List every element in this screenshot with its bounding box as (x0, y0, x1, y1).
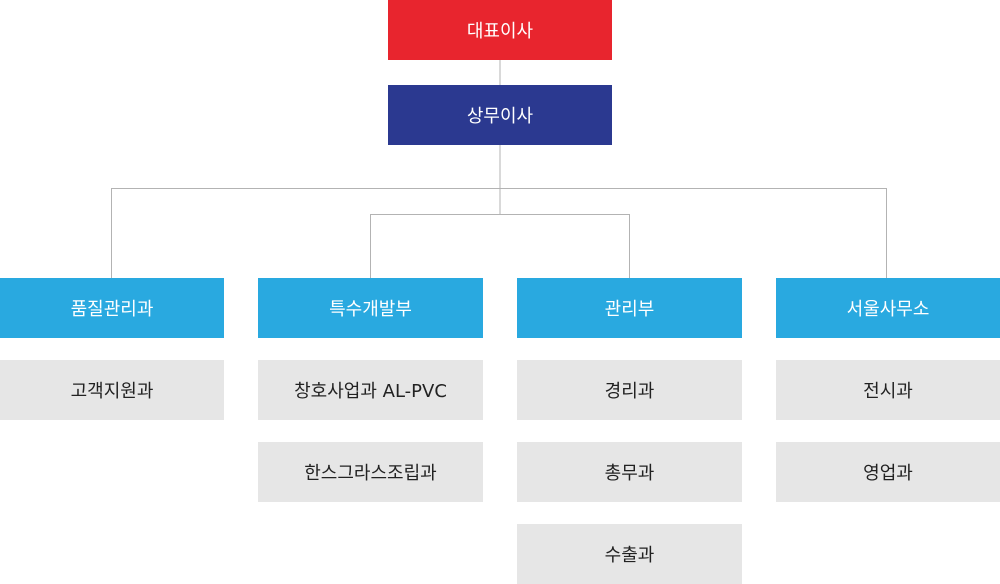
team-hans-glass-assembly: 한스그라스조립과 (258, 442, 483, 502)
dept-management: 관리부 (517, 278, 742, 338)
dept-label: 서울사무소 (846, 299, 930, 320)
connector-inner-bracket (370, 214, 630, 278)
team-window-business: 창호사업과 AL-PVC (258, 360, 483, 420)
executive-director-box: 상무이사 (388, 85, 612, 145)
dept-label: 품질관리과 (70, 299, 154, 320)
team-label: 영업과 (863, 463, 913, 484)
ceo-box: 대표이사 (388, 0, 612, 60)
team-accounting: 경리과 (517, 360, 742, 420)
team-label: 경리과 (604, 381, 655, 402)
ceo-label: 대표이사 (466, 21, 534, 42)
dept-label: 관리부 (604, 299, 655, 320)
team-export: 수출과 (517, 524, 742, 584)
dept-quality-control: 품질관리과 (0, 278, 224, 338)
executive-director-label: 상무이사 (466, 106, 534, 127)
connector-outer-bracket (111, 188, 887, 278)
dept-special-development: 특수개발부 (258, 278, 483, 338)
team-general-affairs: 총무과 (517, 442, 742, 502)
team-label: 고객지원과 (70, 381, 154, 402)
dept-seoul-office: 서울사무소 (776, 278, 1000, 338)
team-label: 전시과 (863, 381, 913, 402)
dept-label: 특수개발부 (329, 299, 412, 320)
team-label: 창호사업과 AL-PVC (294, 381, 447, 402)
team-sales: 영업과 (776, 442, 1000, 502)
team-label: 총무과 (604, 463, 655, 484)
team-label: 한스그라스조립과 (304, 463, 437, 484)
team-exhibition: 전시과 (776, 360, 1000, 420)
team-label: 수출과 (604, 545, 655, 566)
team-customer-support: 고객지원과 (0, 360, 224, 420)
